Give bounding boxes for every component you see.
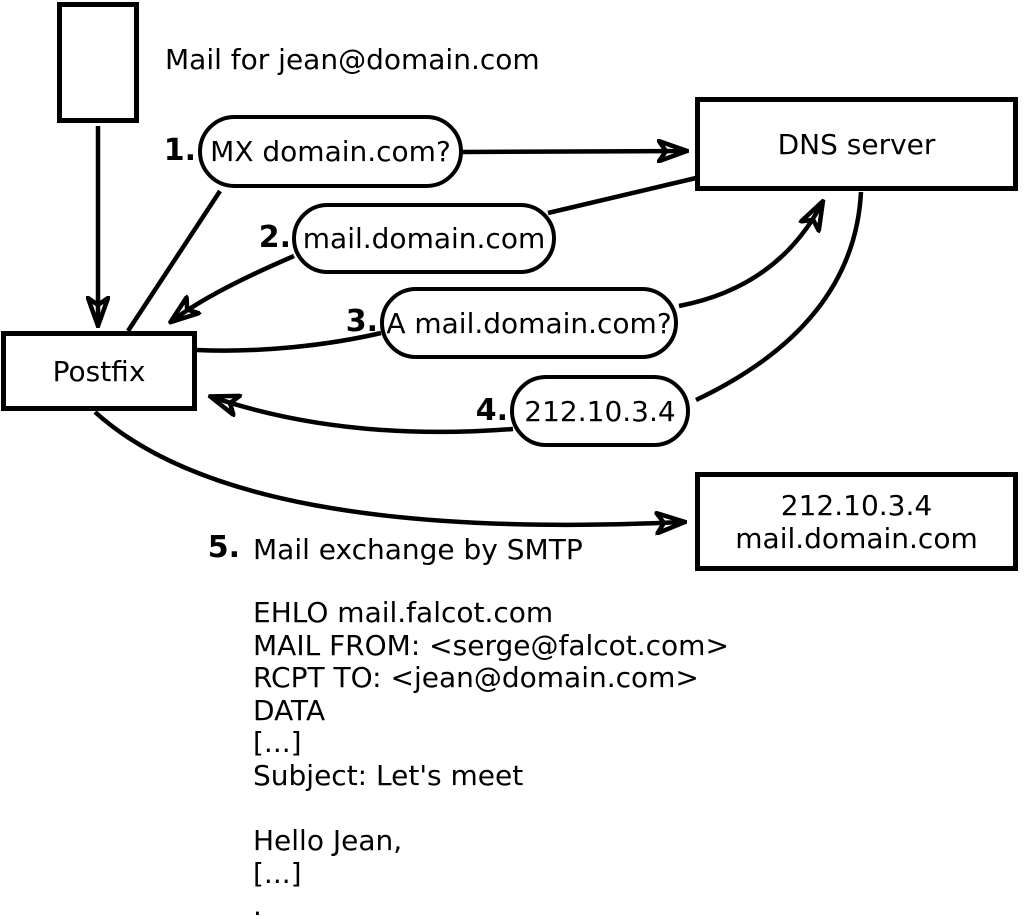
line-postfix-to-query1 (126, 189, 222, 333)
step-1-label: MX domain.com? (210, 135, 451, 168)
smtp-line-end-dot: . (253, 889, 262, 919)
line-postfix-to-query3 (196, 330, 382, 353)
arrow-query3-to-dns (678, 203, 822, 309)
mail-server-ip: 212.10.3.4 (780, 488, 933, 522)
smtp-line-ehlo: EHLO mail.falcot.com (253, 596, 554, 629)
postfix-node: Postfix (1, 331, 197, 411)
step-5-label: Mail exchange by SMTP (253, 533, 583, 566)
smtp-line-hello: Hello Jean, (253, 824, 403, 858)
smtp-line-data: DATA (253, 693, 326, 727)
step-4-reply-pill: 212.10.3.4 (510, 375, 690, 447)
line-dns-to-reply2 (547, 175, 697, 216)
dns-server-node: DNS server (695, 97, 1018, 191)
smtp-line-subject: Subject: Let's meet (253, 758, 524, 792)
arrow-smtp-exchange (93, 410, 683, 525)
incoming-mail-label: Mail for jean@domain.com (165, 43, 540, 76)
mail-server-host: mail.domain.com (735, 521, 978, 555)
step-3-label: A mail.domain.com? (386, 306, 672, 340)
step-4-label: 212.10.3.4 (524, 394, 676, 428)
arrow-reply2-to-postfix (172, 253, 295, 321)
step-5-number: 5. (207, 530, 240, 565)
step-4-number: 4. (475, 393, 508, 428)
message-envelope (57, 2, 139, 123)
step-2-label: mail.domain.com (302, 222, 546, 255)
step-1-number: 1. (163, 133, 196, 168)
step-1-query-pill: MX domain.com? (198, 115, 463, 188)
smtp-line-mail-from: MAIL FROM: <serge@falcot.com> (253, 628, 729, 662)
step-2-number: 2. (258, 220, 291, 255)
smtp-line-blank (253, 793, 729, 826)
smtp-session-transcript: EHLO mail.falcot.com MAIL FROM: <serge@f… (253, 596, 729, 919)
mail-server-node: 212.10.3.4 mail.domain.com (695, 472, 1018, 571)
arrow-reply4-to-postfix (212, 397, 514, 435)
step-2-reply-pill: mail.domain.com (292, 203, 556, 274)
dns-server-label: DNS server (777, 127, 936, 161)
line-dns-to-reply4 (695, 191, 864, 403)
postfix-label: Postfix (52, 354, 146, 388)
smtp-line-ellipsis-2: [...] (253, 856, 302, 890)
smtp-line-ellipsis-1: [...] (253, 726, 302, 760)
smtp-line-rcpt-to: RCPT TO: <jean@domain.com> (253, 661, 699, 695)
arrow-query1-to-dns (462, 151, 685, 152)
step-3-query-pill: A mail.domain.com? (380, 287, 678, 359)
step-3-number: 3. (345, 304, 378, 339)
